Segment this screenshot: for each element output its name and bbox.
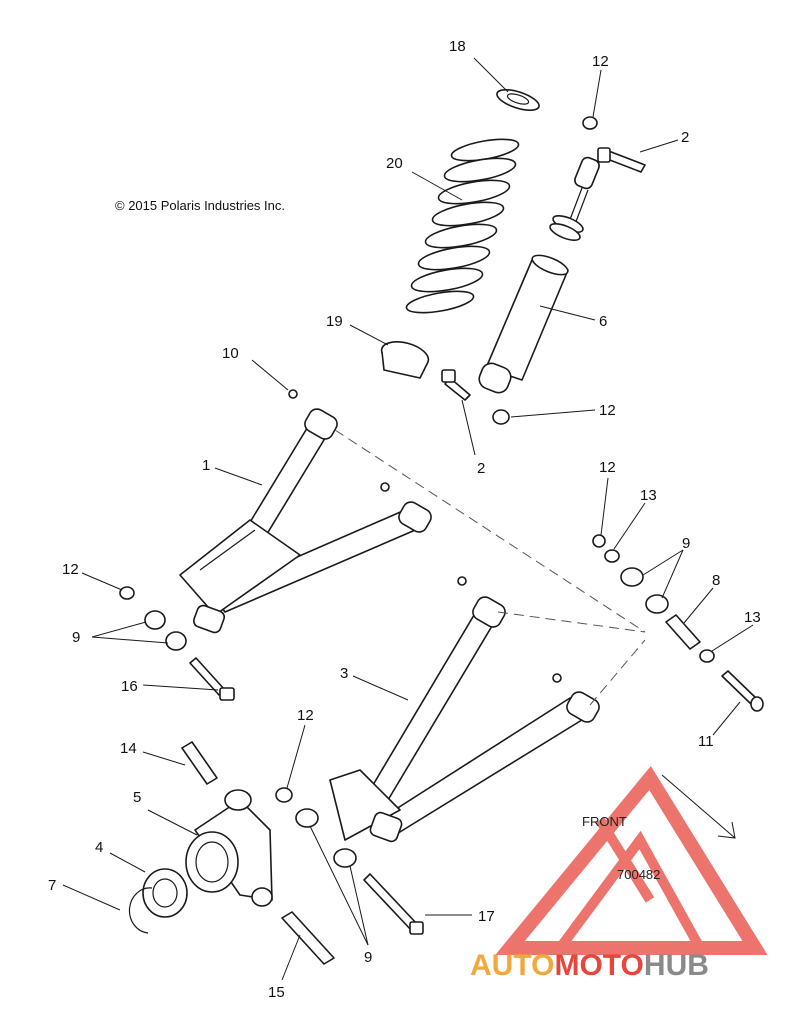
copyright-text: © 2015 Polaris Industries Inc. [115, 198, 285, 213]
part-13-washers [604, 549, 715, 663]
callout-6: 6 [599, 313, 607, 330]
callout-12: 12 [297, 707, 314, 724]
part-8-sleeve [665, 614, 701, 650]
callout-15: 15 [268, 984, 285, 1001]
part-9-bushings [144, 567, 669, 868]
part-15-pin [281, 911, 335, 965]
alignment-lines [334, 429, 646, 706]
callout-18: 18 [449, 38, 466, 55]
part-2-bolt-upper [597, 147, 646, 173]
callout-19: 19 [326, 313, 343, 330]
callout-13: 13 [640, 487, 657, 504]
callout-12: 12 [592, 53, 609, 70]
part-6-shock-absorber [478, 156, 600, 394]
part-14-pin [181, 741, 218, 785]
part-18-retainer [496, 88, 540, 112]
callout-2: 2 [477, 460, 485, 477]
part-1-upper-a-arm [179, 408, 432, 634]
watermark-part3: HUB [644, 949, 709, 982]
part-5-knuckle [185, 789, 273, 907]
part-19-spring-seat [380, 341, 430, 379]
watermark-part1: AUTO [470, 949, 554, 982]
front-arrow [661, 774, 736, 839]
callout-17: 17 [478, 908, 495, 925]
part-12-nut-shock [492, 409, 510, 425]
watermark-text: AUTOMOTOHUB [470, 949, 709, 982]
part-7-snap-ring [128, 887, 153, 934]
callout-11: 11 [698, 733, 714, 750]
part-2-bolt-lower [441, 369, 471, 401]
part-3-lower-a-arm [329, 596, 600, 843]
callout-20: 20 [386, 155, 403, 172]
callout-8: 8 [712, 572, 720, 589]
callout-9: 9 [364, 949, 372, 966]
leader-lines [62, 57, 754, 981]
drawing-number: 700482 [617, 867, 660, 882]
watermark-logo [495, 765, 768, 955]
callout-4: 4 [95, 839, 103, 856]
callout-9: 9 [72, 629, 80, 646]
part-10-grease-fitting [288, 389, 562, 683]
callout-12: 12 [62, 561, 79, 578]
callout-1: 1 [202, 457, 210, 474]
watermark-part2: MOTO [554, 949, 643, 982]
part-12-nut-right [592, 534, 606, 548]
part-12-nut-top [582, 116, 598, 130]
callout-10: 10 [222, 345, 239, 362]
callout-2: 2 [681, 129, 689, 146]
callout-12: 12 [599, 402, 616, 419]
part-16-bolt [189, 657, 235, 701]
callout-3: 3 [340, 665, 348, 682]
callout-13: 13 [744, 609, 761, 626]
part-4-bearing [142, 868, 188, 918]
part-17-bolt [363, 873, 424, 935]
part-11-bolt [721, 670, 764, 712]
callout-9: 9 [682, 535, 690, 552]
front-label: FRONT [582, 814, 627, 829]
part-12-nut-left [119, 586, 135, 600]
callout-5: 5 [133, 789, 141, 806]
callout-12: 12 [599, 459, 616, 476]
part-20-coil-spring [405, 138, 520, 314]
callout-14: 14 [120, 740, 137, 757]
part-12-nut-center [275, 787, 293, 803]
callout-16: 16 [121, 678, 138, 695]
callout-7: 7 [48, 877, 56, 894]
callouts: 18 12 2 20 6 19 10 12 2 1 12 13 9 8 13 1… [48, 38, 761, 1001]
